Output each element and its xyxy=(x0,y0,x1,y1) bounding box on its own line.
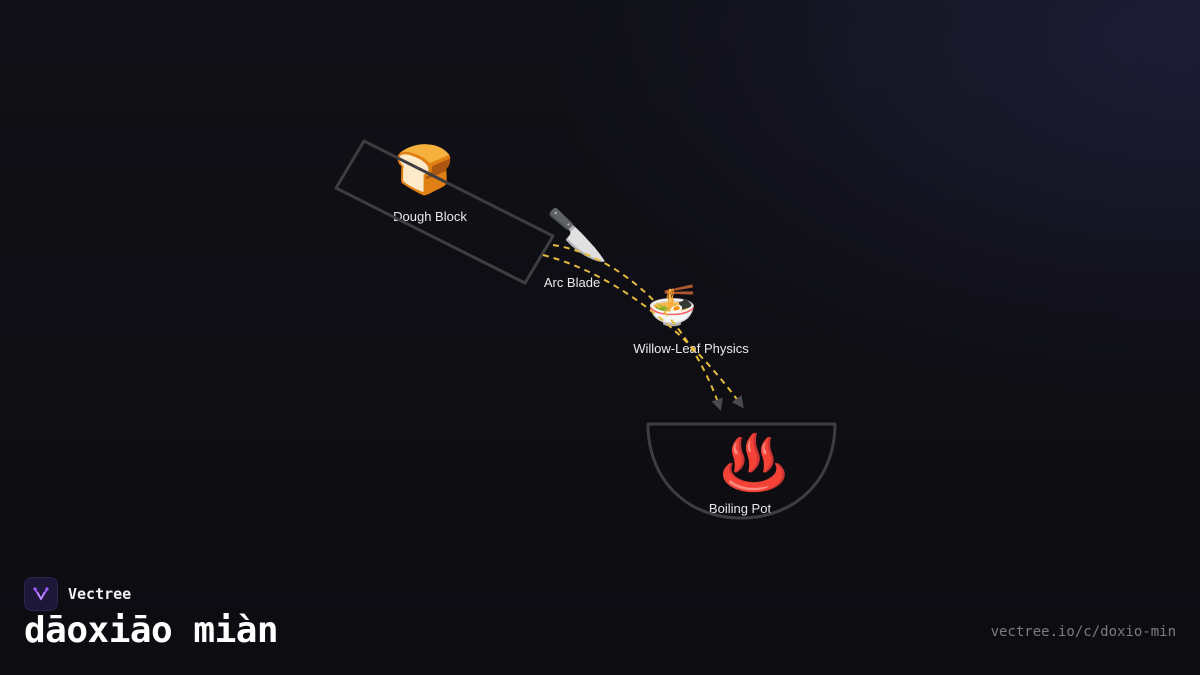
brand-name: Vectree xyxy=(68,585,132,603)
boiling-pot-shape xyxy=(646,422,837,520)
brand[interactable]: Vectree xyxy=(24,577,131,611)
vectree-logo-icon xyxy=(24,577,58,611)
boiling-pot-label: Boiling Pot xyxy=(708,501,772,516)
dough-block-shape xyxy=(334,139,555,285)
page-url[interactable]: vectree.io/c/doxio-min xyxy=(990,624,1176,640)
hot-springs-icon: ♨️ xyxy=(720,431,788,494)
flow-arc-inner xyxy=(542,254,744,409)
flow-arc-outer xyxy=(552,244,723,411)
page-title: dāoxiāo miàn xyxy=(24,610,279,651)
arc-blade-label: Arc Blade xyxy=(543,275,601,290)
dough-block-label: Dough Block xyxy=(393,209,467,224)
